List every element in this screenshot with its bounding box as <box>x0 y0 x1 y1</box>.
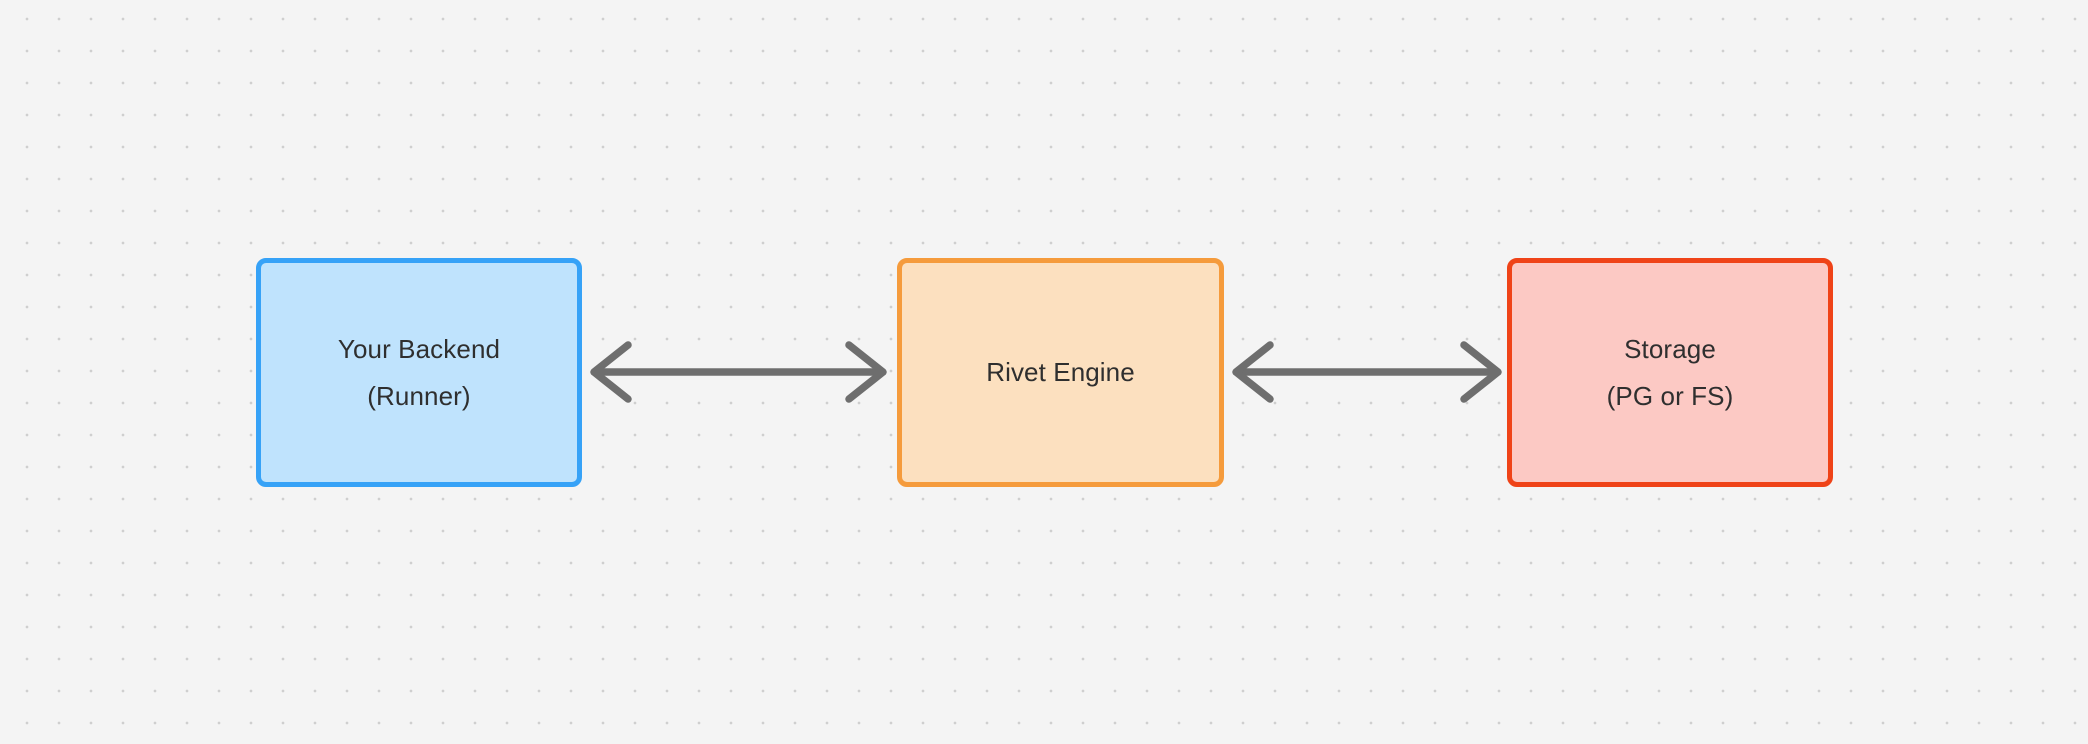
node-backend-label: Your Backend (Runner) <box>337 333 501 411</box>
node-rivet-engine-label: Rivet Engine <box>986 357 1135 387</box>
node-backend[interactable]: Your Backend (Runner) <box>256 258 582 487</box>
edge-engine-storage[interactable] <box>1230 339 1504 405</box>
node-storage[interactable]: Storage (PG or FS) <box>1507 258 1833 487</box>
node-storage-label: Storage (PG or FS) <box>1606 333 1734 411</box>
bidirectional-arrow-icon <box>1232 341 1502 403</box>
edge-backend-engine[interactable] <box>588 339 889 405</box>
bidirectional-arrow-icon <box>590 341 887 403</box>
node-rivet-engine[interactable]: Rivet Engine <box>897 258 1224 487</box>
